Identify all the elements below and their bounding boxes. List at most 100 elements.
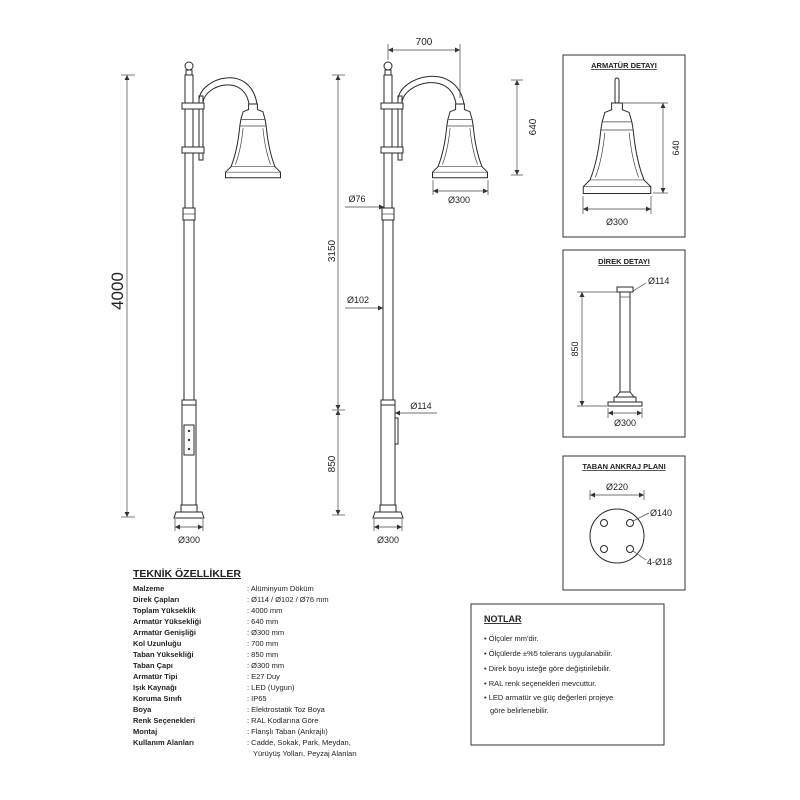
arm-clamp [381, 103, 403, 109]
upper-shaft [384, 75, 392, 208]
holes-label: 4-Ø18 [647, 557, 672, 567]
service-door-side [395, 418, 398, 444]
shaft-height-label: 3150 [327, 239, 338, 262]
spec-value: : 700 mm [247, 639, 278, 648]
base-section [381, 405, 395, 505]
spec-label: Işık Kaynağı [133, 683, 177, 692]
spec-row: Montaj : Flanşlı Taban (Ankrajlı) [133, 727, 328, 736]
fixture-rod [615, 78, 619, 103]
spec-row: Armatür Yüksekliği : 640 mm [133, 617, 278, 626]
spec-value: : Elektrostatik Toz Boya [247, 705, 326, 714]
door-screw [187, 447, 191, 451]
spec-row: Renk Seçenekleri : RAL Kodlarına Göre [133, 716, 318, 725]
upper-shaft [185, 75, 193, 208]
pole-diameter-label: Ø114 [648, 276, 669, 286]
panel-title: DİREK DETAYI [598, 257, 650, 266]
finial-neck [186, 70, 192, 75]
anchor-hole [601, 546, 608, 553]
spec-label: Armatür Yüksekliği [133, 617, 201, 626]
arm-length-label: 700 [416, 37, 433, 48]
spec-row: Direk Çapları: Ø114 / Ø102 / Ø76 mm [133, 595, 329, 604]
spec-label: Toplam Yükseklik [133, 606, 196, 615]
spec-label: Kullanım Alanları [133, 738, 194, 747]
spec-value: : Alüminyum Döküm [247, 584, 314, 593]
base-diameter-label: Ø114 [410, 401, 431, 411]
base-plate [608, 402, 642, 406]
plate-diameter-label: Ø220 [606, 482, 628, 492]
pole-finial [384, 62, 392, 70]
spec-label: Direk Çapları [133, 595, 179, 604]
bolt-circle-label: Ø140 [650, 508, 672, 518]
pole-shaft [620, 292, 630, 392]
bolt-circle-leader [633, 513, 649, 521]
middle-shaft [383, 220, 393, 400]
spec-row: Kullanım Alanları: Cadde, Sokak, Park, M… [133, 738, 357, 758]
spec-label: Montaj [133, 727, 157, 736]
arm-brace [199, 96, 203, 160]
arm-brace [398, 96, 402, 160]
spec-value: : 4000 mm [247, 606, 282, 615]
spec-value: : E27 Duy [247, 672, 280, 681]
fixture-height-label: 640 [671, 140, 681, 155]
spec-value-continuation: Yürüyüş Yolları, Peyzaj Alanları [253, 749, 357, 758]
spec-row: Toplam Yükseklik : 4000 mm [133, 606, 282, 615]
door-screw [187, 429, 191, 433]
spec-label: Armatür Tipi [133, 672, 177, 681]
anchor-plan-panel: TABAN ANKRAJ PLANI Ø220 Ø140 4-Ø18 [562, 455, 686, 591]
spec-row: Boya : Elektrostatik Toz Boya [133, 705, 326, 714]
front-view-pole [174, 62, 282, 518]
spec-value: : RAL Kodlarına Göre [247, 716, 318, 725]
specs-table: TEKNİK ÖZELLİKLER Malzeme: Alüminyum Dök… [133, 567, 357, 758]
note-item: • RAL renk seçenekleri mevcuttur. [484, 679, 596, 688]
base-ring [380, 505, 396, 512]
top-diameter-label: Ø76 [348, 194, 365, 204]
plate-diameter-label: Ø300 [377, 535, 399, 545]
spec-label: Koruma Sınıfı [133, 694, 182, 703]
fixture-diameter-label: Ø300 [448, 195, 470, 205]
spec-label: Taban Çapı [133, 661, 173, 670]
anchor-hole [601, 520, 608, 527]
pole-cap [617, 287, 633, 292]
total-height-label: 4000 [108, 272, 127, 310]
spec-value: : Ø300 mm [247, 661, 284, 670]
lamp-fixture [224, 103, 282, 179]
panel-frame [562, 455, 686, 591]
note-item: • Direk boyu isteğe göre değiştirilebili… [484, 664, 611, 673]
spec-row: Taban Yüksekliği: 850 mm [133, 650, 278, 659]
panel-title: TABAN ANKRAJ PLANI [582, 462, 665, 471]
spec-value: : LED (Uygun) [247, 683, 295, 692]
holes-leader [633, 551, 646, 560]
spec-value: : Flanşlı Taban (Ankrajlı) [247, 727, 328, 736]
pole-finial [185, 62, 193, 70]
arm-clamp [182, 147, 204, 153]
spec-row: Taban Çapı : Ø300 mm [133, 661, 284, 670]
spec-label: Boya [133, 705, 152, 714]
spec-label: Taban Yüksekliği [133, 650, 194, 659]
spec-value: : 640 mm [247, 617, 278, 626]
base-ring [614, 397, 636, 402]
finial-neck [385, 70, 391, 75]
middle-shaft [184, 220, 194, 400]
spec-row: Kol Uzunluğu: 700 mm [133, 639, 278, 648]
anchor-hole [627, 520, 634, 527]
side-view-pole [373, 62, 489, 518]
spec-row: Armatür Genişliği: Ø300 mm [133, 628, 284, 637]
base-flare [616, 392, 634, 397]
base-plate [174, 512, 204, 518]
spec-row: Armatür Tipi : E27 Duy [133, 672, 280, 681]
door-screw [187, 438, 191, 442]
base-plate-outline [590, 509, 644, 563]
note-item: • LED armatür ve güç değerleri projeye [484, 693, 613, 702]
base-height-label: 850 [570, 341, 580, 356]
spec-row: Işık Kaynağı : LED (Uygun) [133, 683, 295, 692]
plate-diameter-label: Ø300 [614, 418, 636, 428]
panel-frame [562, 249, 686, 438]
panel-frame [562, 54, 686, 238]
fixture-diameter-label: Ø300 [606, 217, 628, 227]
fixture-detail-panel: ARMATÜR DETAYI 640 Ø300 [562, 54, 686, 238]
spec-label: Renk Seçenekleri [133, 716, 195, 725]
base-plate [373, 512, 403, 518]
note-item: • Ölçülerde ±%5 tolerans uygulanabilir. [484, 649, 612, 658]
spec-label: Armatür Genişliği [133, 628, 196, 637]
